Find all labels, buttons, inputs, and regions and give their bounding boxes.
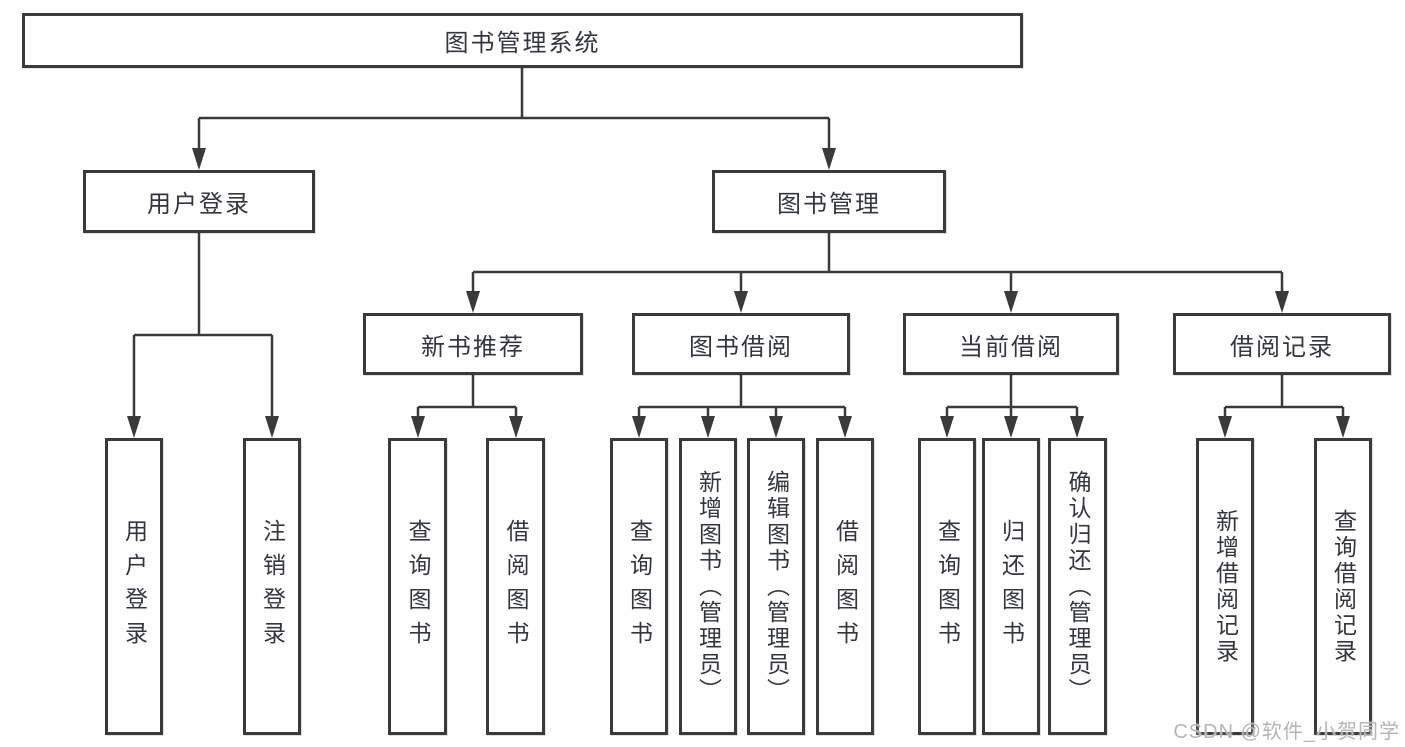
node-label: 注销登录 — [259, 518, 286, 655]
node-current-borrowing: 当前借阅 — [903, 313, 1119, 375]
leaf-edit-book-admin: 编辑图书（管理员） — [747, 438, 805, 735]
leaf-query-books-recommend: 查询图书 — [388, 438, 447, 735]
node-label: 用户登录 — [121, 518, 148, 655]
leaf-borrow-books: 借阅图书 — [816, 438, 874, 735]
node-label: 查询借阅记录 — [1330, 508, 1357, 665]
leaf-user-login: 用户登录 — [105, 438, 163, 735]
node-label: 图书管理系统 — [444, 30, 601, 57]
node-label: 归还图书 — [998, 518, 1025, 655]
leaf-confirm-return-admin: 确认归还（管理员） — [1048, 438, 1107, 735]
leaf-query-books-borrowing: 查询图书 — [610, 438, 668, 735]
node-label: 借阅记录 — [1230, 333, 1334, 361]
node-book-borrowing: 图书借阅 — [632, 313, 850, 375]
leaf-add-borrow-record: 新增借阅记录 — [1196, 438, 1254, 735]
connector-bookborrow-to-leaves — [637, 375, 847, 420]
node-book-management: 图书管理 — [712, 170, 946, 233]
leaf-return-book: 归还图书 — [982, 438, 1040, 735]
leaf-borrow-books-recommend: 借阅图书 — [486, 438, 545, 735]
connector-newbookrec-to-leaves — [416, 375, 518, 420]
node-label: 借阅图书 — [832, 518, 859, 655]
node-user-login: 用户登录 — [83, 170, 315, 233]
csdn-watermark: CSDN @软件_小贺同学 — [1173, 721, 1400, 743]
node-label: 查询图书 — [626, 518, 653, 655]
leaf-add-book-admin: 新增图书（管理员） — [679, 438, 737, 735]
node-label: 当前借阅 — [959, 333, 1063, 361]
node-new-book-recommend: 新书推荐 — [363, 313, 583, 375]
arrowheads — [127, 148, 1350, 438]
leaf-logout: 注销登录 — [243, 438, 301, 735]
connector-bookmgmt-to-level2 — [471, 233, 1284, 295]
node-label: 确认归还（管理员） — [1065, 469, 1091, 704]
leaf-query-borrow-record: 查询借阅记录 — [1314, 438, 1372, 735]
connector-currentborrow-to-leaves — [945, 375, 1079, 420]
node-label: 借阅图书 — [503, 518, 529, 655]
leaf-query-books-current: 查询图书 — [918, 438, 976, 735]
node-label: 新增图书（管理员） — [695, 469, 722, 704]
node-label: 新增借阅记录 — [1212, 508, 1239, 665]
node-label: 新书推荐 — [421, 333, 525, 361]
node-label: 编辑图书（管理员） — [763, 469, 790, 704]
connector-borrowrecords-to-leaves — [1223, 375, 1345, 420]
node-label: 图书管理 — [777, 191, 881, 218]
node-label: 查询图书 — [934, 518, 961, 655]
connector-root-to-level1 — [197, 68, 831, 152]
node-root-library-system: 图书管理系统 — [22, 13, 1023, 68]
node-borrow-records: 借阅记录 — [1173, 313, 1391, 375]
node-label: 图书借阅 — [689, 333, 793, 361]
connector-userlogin-to-leaves — [132, 233, 274, 420]
node-label: 查询图书 — [405, 518, 431, 655]
node-label: 用户登录 — [147, 191, 251, 218]
